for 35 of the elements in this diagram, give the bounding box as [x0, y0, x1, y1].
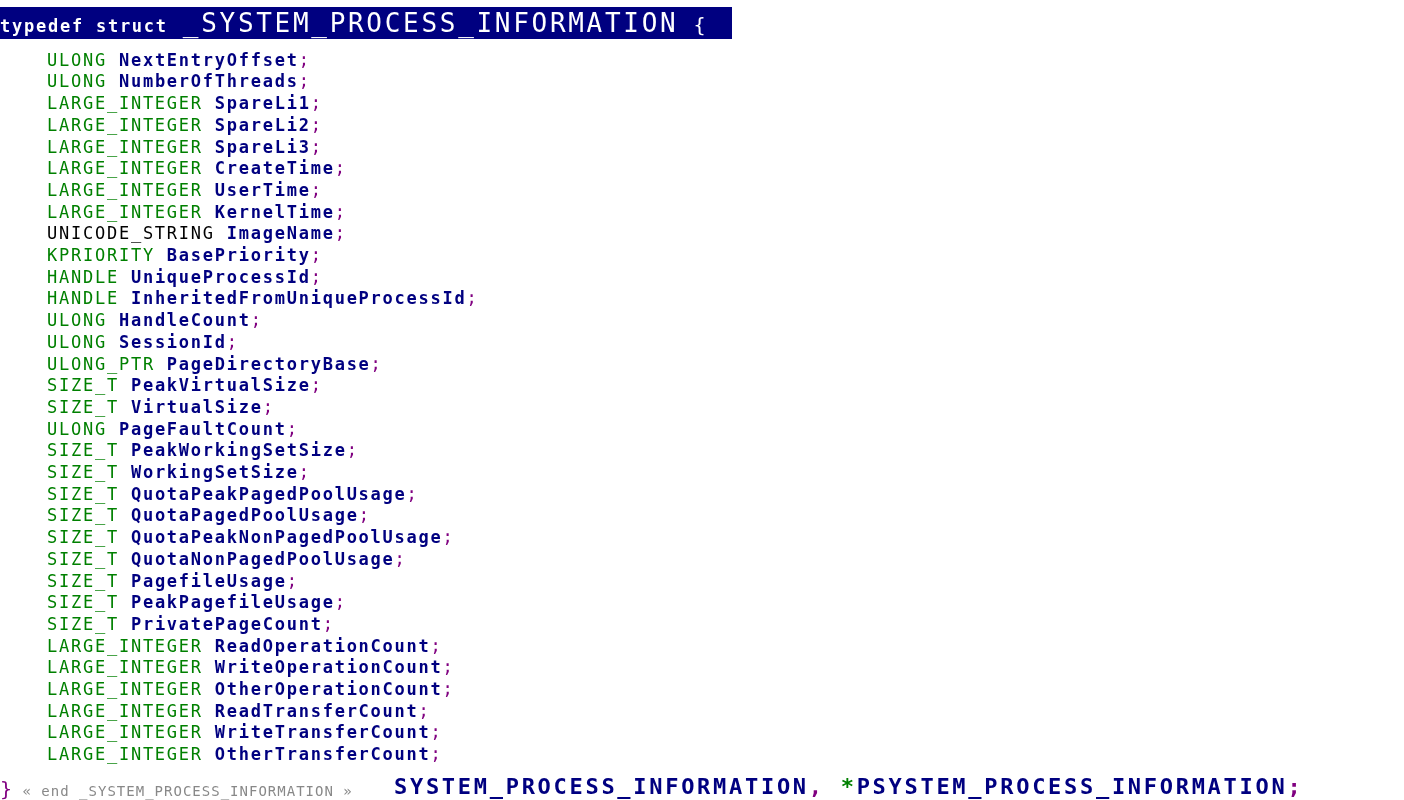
code-line: SIZE_T QuotaPeakNonPagedPoolUsage;	[47, 526, 455, 549]
code-line: SIZE_T PeakWorkingSetSize;	[47, 439, 359, 462]
code-line: KPRIORITY BasePriority;	[47, 244, 323, 266]
code-line: LARGE_INTEGER OtherOperationCount;	[47, 678, 455, 700]
code-line: HANDLE InheritedFromUniqueProcessId;	[47, 287, 479, 310]
code-line: ULONG NumberOfThreads;	[47, 70, 311, 93]
code-line: LARGE_INTEGER ReadOperationCount;	[47, 634, 443, 657]
code-line: LARGE_INTEGER SpareLi1;	[47, 92, 323, 115]
code-line: LARGE_INTEGER CreateTime;	[47, 157, 347, 180]
code-line: SIZE_T PrivatePageCount;	[47, 612, 335, 635]
code-line: LARGE_INTEGER WriteTransferCount;	[47, 721, 443, 744]
code-line: SIZE_T VirtualSize;	[47, 395, 275, 418]
code-line: SIZE_T PagefileUsage;	[47, 569, 299, 592]
code-line: ULONG NextEntryOffset;	[47, 48, 311, 71]
end-comment: } « end _SYSTEM_PROCESS_INFORMATION »	[0, 778, 353, 800]
code-line: LARGE_INTEGER SpareLi2;	[47, 113, 323, 136]
code-line: UNICODE_STRING ImageName;	[47, 222, 347, 245]
code-line: SIZE_T QuotaPeakPagedPoolUsage;	[47, 482, 419, 505]
code-heading: typedef struct _SYSTEM_PROCESS_INFORMATION {	[0, 7, 733, 39]
code-line: SIZE_T PeakPagefileUsage;	[47, 591, 347, 614]
code-line: LARGE_INTEGER SpareLi3;	[47, 135, 323, 158]
code-line: ULONG HandleCount;	[47, 309, 263, 332]
code-line: LARGE_INTEGER WriteOperationCount;	[47, 656, 455, 679]
code-line: ULONG PageFaultCount;	[47, 417, 299, 440]
code-line: SIZE_T QuotaPagedPoolUsage;	[47, 504, 371, 527]
code-line: LARGE_INTEGER KernelTime;	[47, 200, 347, 223]
code-line: SIZE_T PeakVirtualSize;	[47, 374, 323, 397]
code-line: SIZE_T WorkingSetSize;	[47, 461, 311, 483]
code-line: ULONG SessionId;	[47, 330, 239, 353]
code-line: SIZE_T QuotaNonPagedPoolUsage;	[47, 547, 407, 570]
code-line: LARGE_INTEGER ReadTransferCount;	[47, 699, 431, 722]
code-line: LARGE_INTEGER UserTime;	[47, 178, 323, 201]
code-line: LARGE_INTEGER OtherTransferCount;	[47, 743, 443, 766]
code-line: HANDLE UniqueProcessId;	[47, 265, 323, 288]
code-line: ULONG_PTR PageDirectoryBase;	[47, 352, 383, 375]
